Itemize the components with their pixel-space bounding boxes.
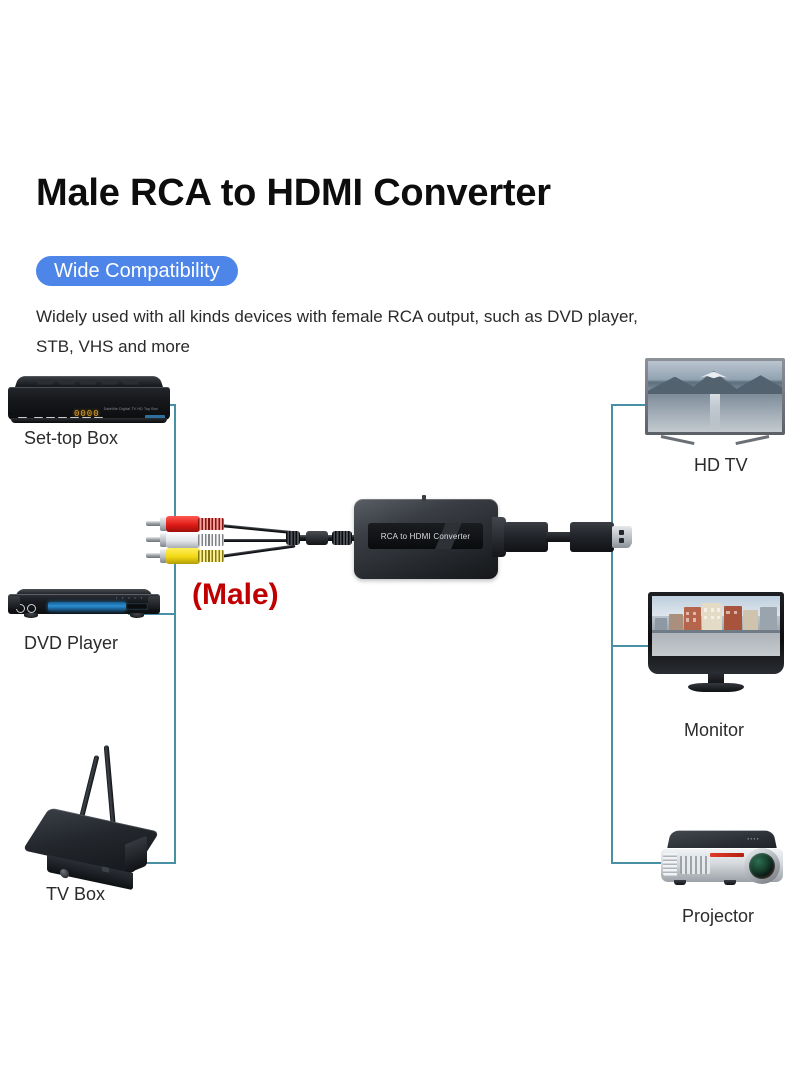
ferrite-bead-left <box>286 531 300 545</box>
tv-box-device <box>16 745 166 891</box>
hd-tv-foot-left <box>660 435 695 446</box>
male-annotation: (Male) <box>192 578 279 611</box>
projector-accent-stripe <box>710 853 744 857</box>
monitor-branch-line <box>611 645 655 647</box>
projector-device: ▪▪▪▪ <box>658 822 786 894</box>
tv-box-label: TV Box <box>46 884 106 904</box>
monitor-label: Monitor <box>684 720 745 740</box>
converter-assembly: RCA to HDMI Converter <box>146 495 632 590</box>
projector-side-fins <box>663 853 677 877</box>
red-cable <box>219 524 294 535</box>
monitor-stand-neck <box>708 672 724 685</box>
hd-tv-bezel <box>645 358 785 435</box>
converter-label-panel: RCA to HDMI Converter <box>368 523 483 549</box>
converter-output-tab <box>492 517 506 557</box>
set-top-box-label: Set-top Box <box>24 428 119 448</box>
dvd-player-label: DVD Player <box>24 633 119 653</box>
page-title: Male RCA to HDMI Converter <box>36 172 551 214</box>
ferrite-bead-right <box>332 531 352 545</box>
converter-led-indicator <box>422 495 426 501</box>
hd-tv-screen <box>648 361 782 432</box>
projector-control-dots: ▪▪▪▪ <box>747 836 761 842</box>
set-top-box-base <box>11 418 167 423</box>
hdmi-male-connector <box>612 526 632 548</box>
set-top-box-port <box>145 415 165 419</box>
hd-tv-branch-line <box>611 404 651 406</box>
tv-box-branch-line <box>122 862 176 864</box>
dvd-player-branch-line <box>128 613 176 615</box>
right-trunk-line <box>611 404 613 864</box>
dvd-player-dots: • • • • • <box>115 596 144 600</box>
hd-tv-foot-right <box>735 435 770 446</box>
monitor-stand-base <box>688 683 744 692</box>
set-top-box-brand-text: Satellite Digital TV HD Top Box <box>103 407 158 411</box>
monitor-device <box>648 592 784 698</box>
set-top-box-display: 0000 <box>74 409 100 419</box>
hdmi-contact-upper <box>619 530 624 535</box>
cable-sleeve <box>306 531 328 545</box>
white-cable <box>220 539 292 542</box>
dvd-player-disc-tray <box>48 602 126 611</box>
hdmi-shell-far <box>570 522 614 552</box>
feature-description: Widely used with all kinds devices with … <box>36 307 638 356</box>
projector-vent-grille <box>680 856 710 874</box>
hdmi-shell-near <box>504 522 548 552</box>
left-trunk-line <box>174 404 176 864</box>
set-top-box-front-panel: 0000 Satellite Digital TV HD Top Box <box>8 387 170 421</box>
hdmi-cable-neck <box>546 532 574 542</box>
monitor-bezel <box>648 592 784 674</box>
feature-badge: Wide Compatibility <box>36 256 238 286</box>
hd-tv-label: HD TV <box>694 455 748 475</box>
yellow-cable <box>219 544 296 558</box>
projector-lens <box>749 853 775 879</box>
projector-branch-line <box>611 862 663 864</box>
dvd-player-display <box>126 603 148 610</box>
set-top-box-device: 0000 Satellite Digital TV HD Top Box <box>8 374 170 426</box>
monitor-screen <box>652 596 780 656</box>
converter-label-text: RCA to HDMI Converter <box>380 531 471 541</box>
dvd-player-front-panel: • • • • • <box>8 594 160 614</box>
projector-label: Projector <box>682 906 755 926</box>
dvd-player-device: • • • • • <box>8 588 160 620</box>
hdmi-contact-lower <box>619 538 624 543</box>
hd-tv-device <box>645 358 785 446</box>
hd-tv-reflection <box>709 393 721 430</box>
